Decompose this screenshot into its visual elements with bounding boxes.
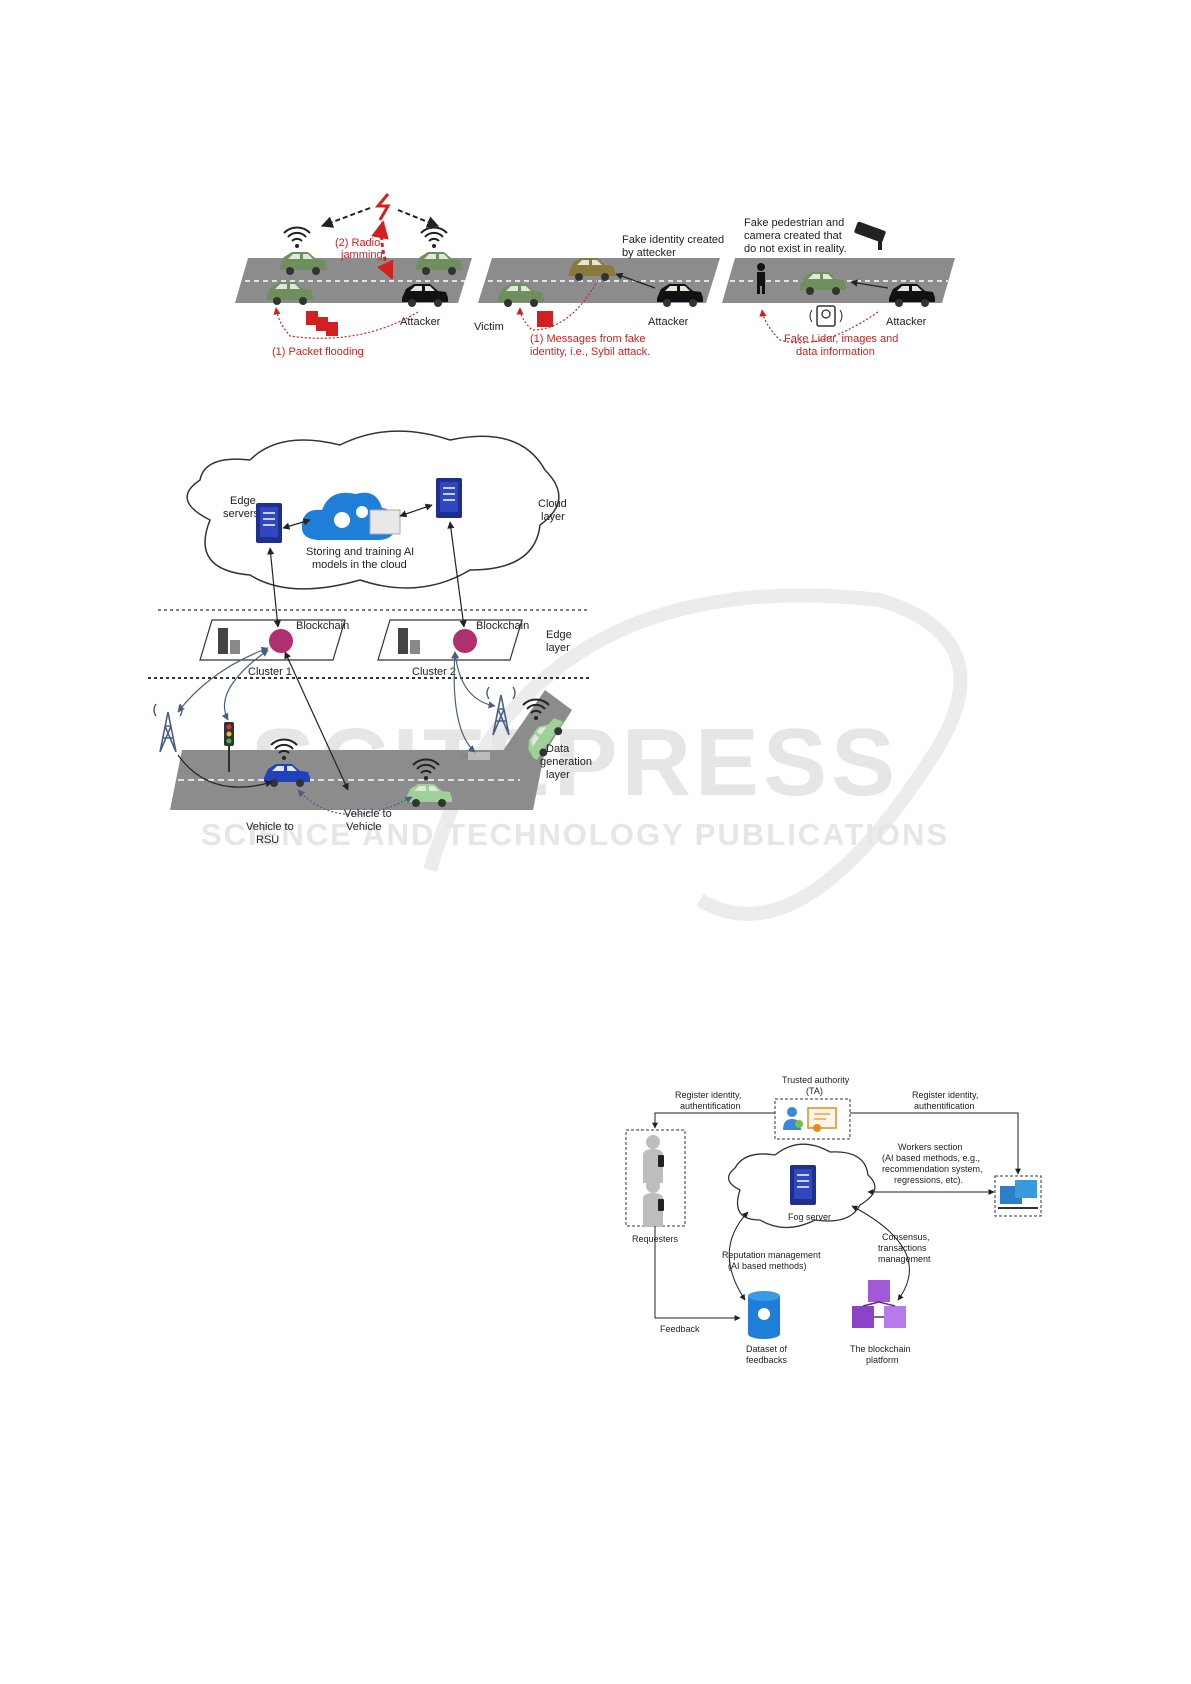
database-icon (398, 628, 420, 654)
workers-label: recommendation system, (882, 1164, 983, 1174)
workers-label: regressions, etc). (894, 1175, 963, 1185)
workers-label: Workers section (898, 1142, 962, 1152)
v2v-label: Vehicle to (344, 808, 392, 820)
packet-flooding-label: (1) Packet flooding (272, 346, 364, 358)
blockchain-icon (269, 629, 293, 653)
attacker-label: Attacker (648, 316, 689, 328)
fog-figure: Trusted authority (TA) Register identity… (625, 1075, 1042, 1365)
cloud-ai-icon (301, 492, 401, 540)
dataset-label: feedbacks (746, 1355, 788, 1365)
data-generation-label: layer (546, 769, 570, 781)
v2v-label: Vehicle (346, 821, 381, 833)
fake-pedestrian-label: camera created that (744, 230, 842, 242)
camera-icon (854, 221, 886, 250)
fake-identity-label: by attecker (622, 247, 676, 259)
workers-monitor-icon (998, 1180, 1038, 1209)
register-left-label: Register identity, (675, 1090, 741, 1100)
message-icon (537, 311, 553, 327)
blockchain-label: Blockchain (476, 620, 529, 632)
fog-server-icon (789, 1164, 817, 1206)
blockchain-platform-label: The blockchain (850, 1344, 911, 1354)
consensus-label: Consensus, (882, 1232, 930, 1242)
cloud-layer-label: layer (541, 511, 565, 523)
packet-icon (306, 311, 318, 325)
traffic-light-icon (224, 722, 234, 772)
cluster-label: Cluster 2 (412, 666, 456, 678)
rsu-tower-icon (153, 703, 183, 753)
lidar-label: data information (796, 346, 875, 358)
reputation-label: Reputation management (722, 1250, 821, 1260)
register-left-label: authentification (680, 1101, 741, 1111)
blockchain-cubes-icon (852, 1280, 906, 1328)
pedestrian-icon (757, 263, 765, 294)
blockchain-label: Blockchain (296, 620, 349, 632)
blockchain-platform-label: platform (866, 1355, 899, 1365)
cluster-label: Cluster 1 (248, 666, 292, 678)
radio-jamming-label: (2) Radio (335, 237, 380, 249)
radio-jamming-label: jamming (340, 249, 383, 261)
wifi-icon (283, 226, 311, 249)
blockchain-icon (453, 629, 477, 653)
watermark-subtitle: SCIENCE AND TECHNOLOGY PUBLICATIONS (201, 817, 949, 852)
certificate-icon (807, 1107, 837, 1132)
sybil-label: identity, i.e., Sybil attack. (530, 346, 650, 358)
packet-icon (316, 317, 328, 331)
victim-label: Victim (474, 321, 504, 333)
storing-label: models in the cloud (312, 559, 407, 571)
fog-server-label: Fog server (788, 1212, 831, 1222)
workers-label: (AI based methods, e.g., (882, 1153, 980, 1163)
road-branch (500, 690, 572, 760)
data-generation-label: Data (546, 743, 570, 755)
sybil-label: (1) Messages from fake (530, 333, 646, 345)
reputation-label: (AI based methods) (728, 1261, 807, 1271)
ta-user-icon (783, 1107, 803, 1130)
v2rsu-label: RSU (256, 834, 279, 846)
register-right-label: Register identity, (912, 1090, 978, 1100)
dataset-icon (748, 1291, 780, 1339)
consensus-label: management (878, 1254, 931, 1264)
attack-figure: (2) Radio jamming Attacker (1) Packet fl… (235, 193, 955, 358)
lidar-icon (809, 305, 843, 327)
fake-identity-label: Fake identity created (622, 234, 724, 246)
dataset-label: Dataset of (746, 1344, 788, 1354)
attacker-label: Attacker (886, 316, 927, 328)
edge-servers-label: Edge (230, 495, 256, 507)
edge-server-icon (255, 502, 283, 544)
wifi-icon (420, 226, 448, 249)
data-generation-label: generation (540, 756, 592, 768)
attacker-label: Attacker (400, 316, 441, 328)
storing-label: Storing and training AI (306, 546, 414, 558)
register-right-label: authentification (914, 1101, 975, 1111)
cloud-layer-label: Cloud (538, 498, 567, 510)
consensus-label: transactions (878, 1243, 927, 1253)
architecture-figure: Edge servers Storing and training AI mod… (148, 430, 592, 846)
ta-label: (TA) (806, 1086, 823, 1096)
edge-layer-label: Edge (546, 629, 572, 641)
lightning-icon (374, 193, 391, 221)
road (170, 750, 545, 810)
lidar-label: Fake Lidar, images and (784, 333, 898, 345)
ta-label: Trusted authority (782, 1075, 850, 1085)
fake-pedestrian-label: Fake pedestrian and (744, 217, 844, 229)
fake-pedestrian-label: do not exist in reality. (744, 243, 847, 255)
edge-layer-label: layer (546, 642, 570, 654)
camera-icon (462, 752, 490, 760)
packet-icon (326, 322, 338, 336)
edge-server-icon (435, 477, 463, 519)
v2rsu-label: Vehicle to (246, 821, 294, 833)
feedback-label: Feedback (660, 1324, 700, 1334)
edge-servers-label: servers (223, 508, 260, 520)
